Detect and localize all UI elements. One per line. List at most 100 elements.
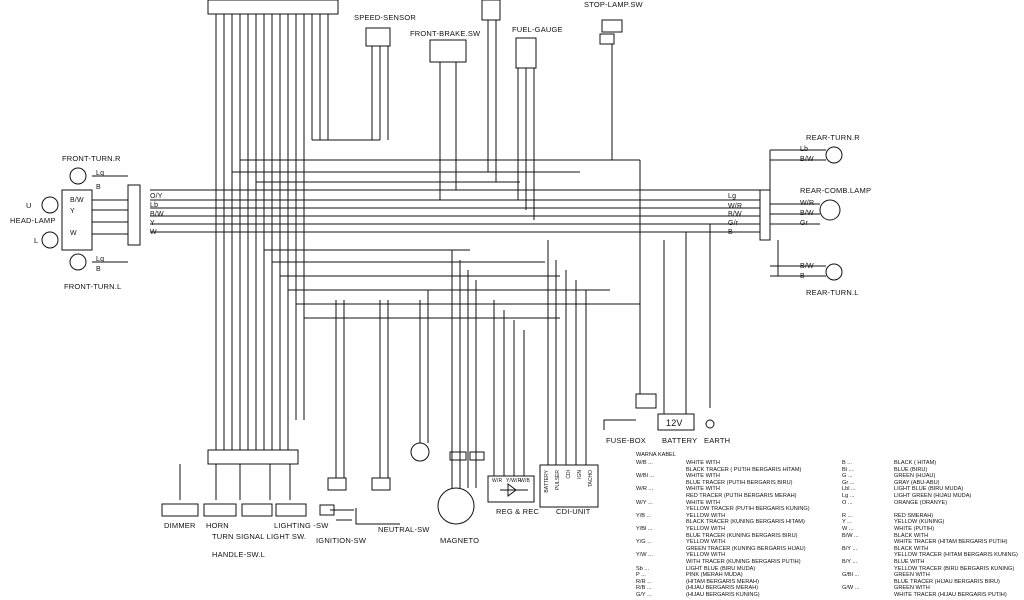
head-lamp-label: HEAD-LAMP [10, 216, 56, 225]
legend-code: P ... [636, 572, 646, 579]
legend-description: GREEN TRACER (KUNING BERGARIS HIJAU) [686, 545, 806, 552]
legend-code: Y ... [842, 519, 852, 526]
head-lamp-u-label: U [26, 201, 32, 210]
legend-description: WHITE (PUTIH) [894, 526, 935, 532]
dimmer-switch-box [161, 503, 199, 517]
reg-rec-body [487, 475, 535, 503]
legend-description: WHITE WITH [686, 473, 720, 480]
earth-label: EARTH [704, 436, 731, 445]
lighting-sw-label: LIGHTING -SW [274, 521, 329, 530]
legend-code: Bl ... [842, 466, 854, 473]
legend-description: WHITE WITH [686, 486, 720, 493]
front-conn-tag: Lb [150, 202, 159, 209]
legend-description: BLACK WITH [894, 545, 929, 552]
legend-code: G/Y ... [636, 592, 652, 598]
vertical-harness-wires [215, 14, 329, 420]
legend-description: GRAY (ABU-ABU) [894, 479, 940, 486]
front-brake-sw-label: FRONT-BRAKE.SW [410, 29, 481, 38]
cdi-tag: CDI [566, 470, 572, 479]
legend-code: W ... [842, 526, 854, 532]
rear-comb-lamp-bulb [819, 199, 841, 221]
legend-description: GREEN (HIJAU) [894, 473, 936, 480]
front-turn-r-label: FRONT-TURN.R [62, 154, 121, 163]
rear-conn-tag: Lg [728, 193, 737, 200]
legend-description: LIGHT GREEN (HIJAU MUDA) [894, 493, 972, 499]
battery-label: BATTERY [662, 436, 698, 445]
legend-code: Lbl ... [842, 486, 856, 493]
legend-code: Sb ... [636, 565, 650, 572]
reg-rec-tag: W/R [492, 478, 503, 484]
battery-voltage-label: 12V [666, 418, 683, 428]
cdi-tag: BATTERY [544, 470, 550, 493]
legend-description: BLUE TRACER (PUTIH BERGARIS BIRU) [686, 479, 793, 486]
front-conn-tag: W [150, 229, 157, 236]
rear-turn-r-label: REAR-TURN.R [806, 133, 860, 142]
front-turn-tag: Lg [96, 170, 105, 177]
rear-comb-lamp-label: REAR-COMB.LAMP [800, 186, 872, 195]
wire-color-legend: WARNA KABEL W/B ... WHITE WITH BLACK TRACE… [636, 452, 1024, 600]
rear-conn-tag: G/r [728, 220, 739, 227]
rear-connector [759, 189, 771, 241]
fuel-gauge-body [515, 37, 537, 69]
legend-description: GREEN WITH [894, 585, 930, 592]
rear-turn-r-tag: Lb [800, 146, 809, 153]
head-lamp-tag: W [70, 230, 77, 237]
reg-rec-tag: Y/W/R [506, 478, 522, 484]
lighting-switch-box [275, 503, 307, 517]
front-conn-tag: Y [150, 220, 155, 227]
legend-code: W/R ... [636, 486, 654, 493]
legend-description: WHITE TRACER (HIJAU BERGARIS PUTIH) [894, 592, 1007, 598]
legend-description: RED TRACER (PUTIH BERGARIS MERAH) [686, 493, 797, 499]
legend-description: YELLOW WITH [686, 512, 726, 519]
battery-body [657, 413, 695, 431]
head-lamp-tag: Y [70, 208, 75, 215]
legend-code: B/W ... [842, 532, 859, 539]
legend-code: G/Bl ... [842, 572, 860, 579]
rear-turn-l-label: REAR-TURN.L [806, 288, 859, 297]
legend-code: Y/W ... [636, 552, 653, 559]
head-lamp-l-label: L [34, 236, 39, 245]
front-turn-l-label: FRONT-TURN.L [64, 282, 122, 291]
turn-signal-light-sw-label: TURN SIGNAL LIGHT SW. [212, 532, 307, 541]
ignition-sw-label: IGNITION-SW [316, 536, 367, 545]
meter-connector-block [207, 0, 339, 15]
rear-comb-tag: B/W [800, 210, 814, 217]
rear-comb-tag: Gr [800, 220, 809, 227]
legend-code: R/R ... [636, 578, 652, 585]
rear-conn-tag: W/R [728, 203, 743, 210]
rear-conn-tag: B/W [728, 211, 742, 218]
legend-code: R/B ... [636, 585, 652, 592]
front-connector [127, 184, 141, 246]
stop-lamp-sw-label: STOP-LAMP.SW [584, 0, 643, 9]
speed-sensor-body [365, 27, 391, 47]
legend-code: W/B ... [636, 460, 653, 466]
legend-description: BLUE (BIRU) [894, 466, 928, 473]
cdi-unit-body [539, 464, 599, 508]
legend-description: LIGHT BLUE (BIRU MUDA) [894, 486, 964, 493]
front-conn-tag: O/Y [150, 193, 163, 200]
legend-description: BLACK TRACER (KUNING BERGARIS HITAM) [686, 519, 805, 526]
legend-description: (HIJAU BERGARIS MERAH) [686, 585, 759, 592]
legend-code: B ... [842, 460, 852, 466]
magneto-body [437, 487, 475, 525]
legend-description: BLUE WITH [894, 559, 925, 565]
legend-description: YELLOW TRACER (HITAM BERGARIS KUNING) [894, 552, 1018, 559]
legend-description: PINK (MERAH MUDA) [686, 572, 743, 579]
cdi-unit-label: CDI-UNIT [556, 507, 591, 516]
legend-description: (HITAM BERGARIS MERAH) [686, 578, 759, 585]
legend-code: B/Y ... [842, 559, 858, 565]
fuse-box-body [635, 393, 657, 409]
legend-code: B/Y ... [842, 545, 858, 552]
front-turn-r-bulb [69, 167, 87, 185]
fuel-gauge-label: FUEL-GAUGE [512, 25, 563, 34]
legend-title: WARNA KABEL [636, 452, 676, 458]
legend-description: YELLOW TRACER (PUTIH BERGARIS KUNING) [686, 506, 810, 513]
legend-code: W/Y ... [636, 499, 653, 506]
rear-turn-l-tag: B/W [800, 263, 814, 270]
head-lamp-tag: B/W [70, 197, 84, 204]
front-conn-tag: B/W [150, 211, 164, 218]
horizontal-harness-wires [150, 139, 760, 319]
legend-description: ORANGE (ORANYE) [894, 499, 948, 506]
legend-description: WHITE WITH [686, 499, 720, 506]
